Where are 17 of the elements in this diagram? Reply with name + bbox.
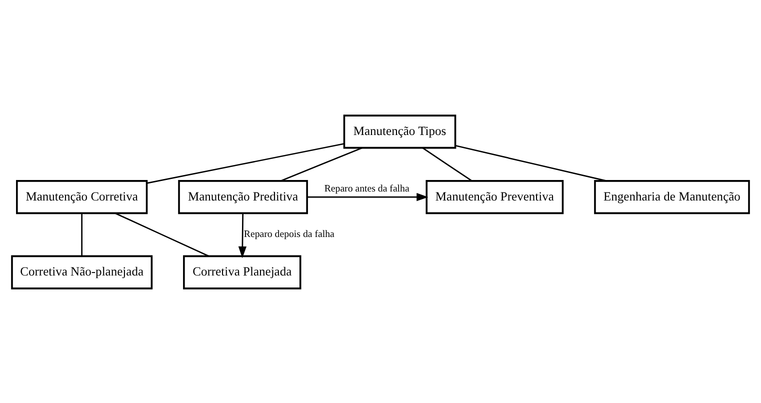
node-box: Manutenção Corretiva [16,180,148,214]
connector [146,142,344,184]
node-box: Manutenção Preventiva [426,180,564,214]
node-box: Corretiva Não-planejada [11,254,153,289]
node-box: Manutenção Preditiva [178,180,308,214]
edge-label: Reparo depois da falha [244,228,334,240]
connector [81,213,83,256]
node-box: Corretiva Planejada [183,254,302,289]
node-box: Engenharia de Manutenção [594,180,750,214]
connector [115,212,210,256]
edge-label: Reparo antes da falha [324,183,410,194]
node-box: Manutenção Tipos [343,114,456,148]
connector [280,146,362,181]
connector [455,144,607,182]
arrow [238,213,247,258]
arrow [307,192,428,201]
connector [422,146,472,181]
